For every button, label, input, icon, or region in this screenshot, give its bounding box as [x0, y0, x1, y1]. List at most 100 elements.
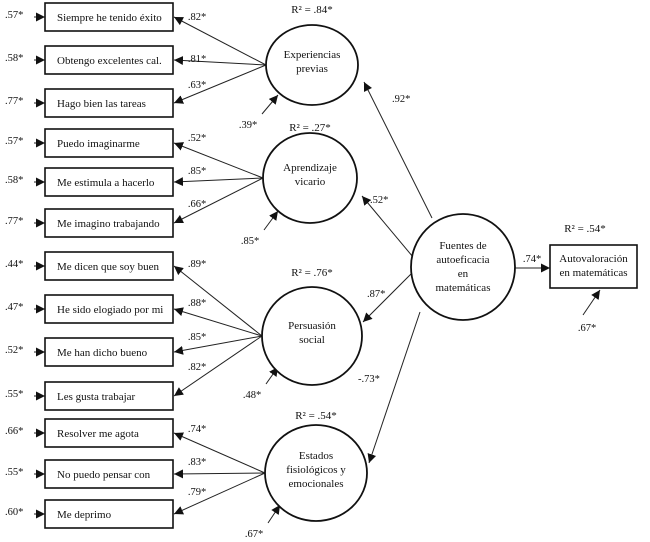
loading-label: .81*: [188, 54, 206, 65]
loading-label: .89*: [188, 259, 206, 270]
error-variance-label: .66*: [5, 426, 23, 437]
loading-label: .74*: [188, 424, 206, 435]
indicator-label: Siempre he tenido éxito: [57, 12, 162, 24]
factor-label: Aprendizaje: [283, 162, 337, 174]
indicator-label: He sido elogiado por mi: [57, 304, 163, 316]
structural-path-label: .92*: [392, 94, 410, 105]
indicator-box: [44, 2, 174, 32]
error-variance-label: .47*: [5, 302, 23, 313]
loading-arrow: [173, 142, 264, 179]
outcome-label: Autovaloración: [559, 253, 628, 265]
error-variance-label: .58*: [5, 175, 23, 186]
indicator-box: [44, 381, 174, 411]
loading-label: .82*: [188, 12, 206, 23]
loading-arrow: [173, 55, 267, 66]
r-squared-label: R² = .84*: [291, 4, 333, 16]
latent-factor-circle: [265, 24, 359, 106]
loading-label: .88*: [188, 298, 206, 309]
indicator-label: No puedo pensar con: [57, 469, 151, 481]
indicator-box: [44, 45, 174, 75]
structural-path-arrow: [363, 81, 433, 219]
r-squared-label: R² = .54*: [295, 410, 337, 422]
disturbance-arrow: [263, 210, 279, 231]
indicator-label: Me han dicho bueno: [57, 347, 148, 359]
disturbance-arrow: [261, 94, 279, 115]
indicator-label: Les gusta trabajar: [57, 391, 136, 403]
latent-factor-circle: [262, 132, 358, 224]
factor-label: Estados: [299, 450, 333, 462]
general-factor-label: en: [458, 268, 469, 280]
loading-label: .52*: [188, 133, 206, 144]
indicator-label: Me dicen que soy buen: [57, 261, 160, 273]
indicator-box: [44, 418, 174, 448]
factor-label: Experiencias: [284, 49, 341, 61]
structural-path-label: -.73*: [358, 374, 380, 385]
loading-label: .85*: [188, 166, 206, 177]
indicator-box: [44, 167, 174, 197]
error-variance-label: .52*: [5, 345, 23, 356]
loading-arrow: [173, 64, 267, 104]
outcome-disturbance-label: .67*: [578, 323, 596, 334]
loading-arrow: [173, 432, 266, 474]
loading-label: .63*: [188, 80, 206, 91]
latent-factor-circle: [261, 286, 363, 386]
general-factor-label: autoeficacia: [436, 254, 489, 266]
factor-label: previas: [296, 63, 328, 75]
error-variance-label: .55*: [5, 389, 23, 400]
structural-path-label: .52*: [370, 195, 388, 206]
indicator-label: Hago bien las tareas: [57, 98, 146, 110]
indicator-label: Obtengo excelentes cal.: [57, 55, 162, 67]
disturbance-label: .48*: [243, 390, 261, 401]
error-variance-label: .58*: [5, 53, 23, 64]
indicator-box: [44, 128, 174, 158]
indicator-label: Me imagino trabajando: [57, 218, 160, 230]
loading-arrow: [173, 265, 263, 337]
r-squared-label: R² = .27*: [289, 122, 331, 134]
outcome-box: [549, 244, 638, 289]
loading-label: .66*: [188, 199, 206, 210]
indicator-box: [44, 459, 174, 489]
error-variance-label: .57*: [5, 10, 23, 21]
general-factor-label: Fuentes de: [439, 240, 486, 252]
factor-label: vicario: [295, 176, 326, 188]
structural-path-arrow: [367, 311, 421, 464]
indicator-box: [44, 499, 174, 529]
factor-label: emocionales: [289, 478, 344, 490]
outcome-disturbance-arrow: [582, 289, 601, 316]
loading-label: .79*: [188, 487, 206, 498]
loading-label: .82*: [188, 362, 206, 373]
loading-arrow: [173, 177, 264, 224]
indicator-label: Resolver me agota: [57, 428, 139, 440]
factor-label: fisiológicos y: [286, 464, 346, 476]
indicator-box: [44, 88, 174, 118]
loading-arrow: [173, 16, 267, 66]
loading-arrow: [173, 472, 266, 515]
loading-arrow: [173, 335, 263, 397]
error-variance-label: .57*: [5, 136, 23, 147]
loading-arrow: [173, 177, 264, 187]
error-variance-label: .77*: [5, 216, 23, 227]
outcome-label: en matemáticas: [559, 267, 627, 279]
loading-label: .85*: [188, 332, 206, 343]
r-squared-label: R² = .76*: [291, 267, 333, 279]
outcome-path-label: .74*: [523, 254, 541, 265]
factor-label: social: [299, 334, 325, 346]
disturbance-label: .39*: [239, 120, 257, 131]
factor-label: Persuasión: [288, 320, 336, 332]
loading-arrow: [173, 307, 263, 337]
loading-label: .83*: [188, 457, 206, 468]
indicator-label: Me estimula a hacerlo: [57, 177, 155, 189]
indicator-box: [44, 251, 174, 281]
structural-path-arrow: [361, 195, 414, 258]
indicator-label: Puedo imaginarme: [57, 138, 140, 150]
loading-arrow: [173, 335, 263, 355]
disturbance-arrow: [267, 504, 281, 524]
error-variance-label: .44*: [5, 259, 23, 270]
outcome-r-squared-label: R² = .54*: [564, 223, 606, 235]
error-variance-label: .77*: [5, 96, 23, 107]
structural-path-label: .87*: [367, 289, 385, 300]
latent-factor-circle: [264, 424, 368, 522]
error-variance-label: .55*: [5, 467, 23, 478]
disturbance-label: .67*: [245, 529, 263, 540]
